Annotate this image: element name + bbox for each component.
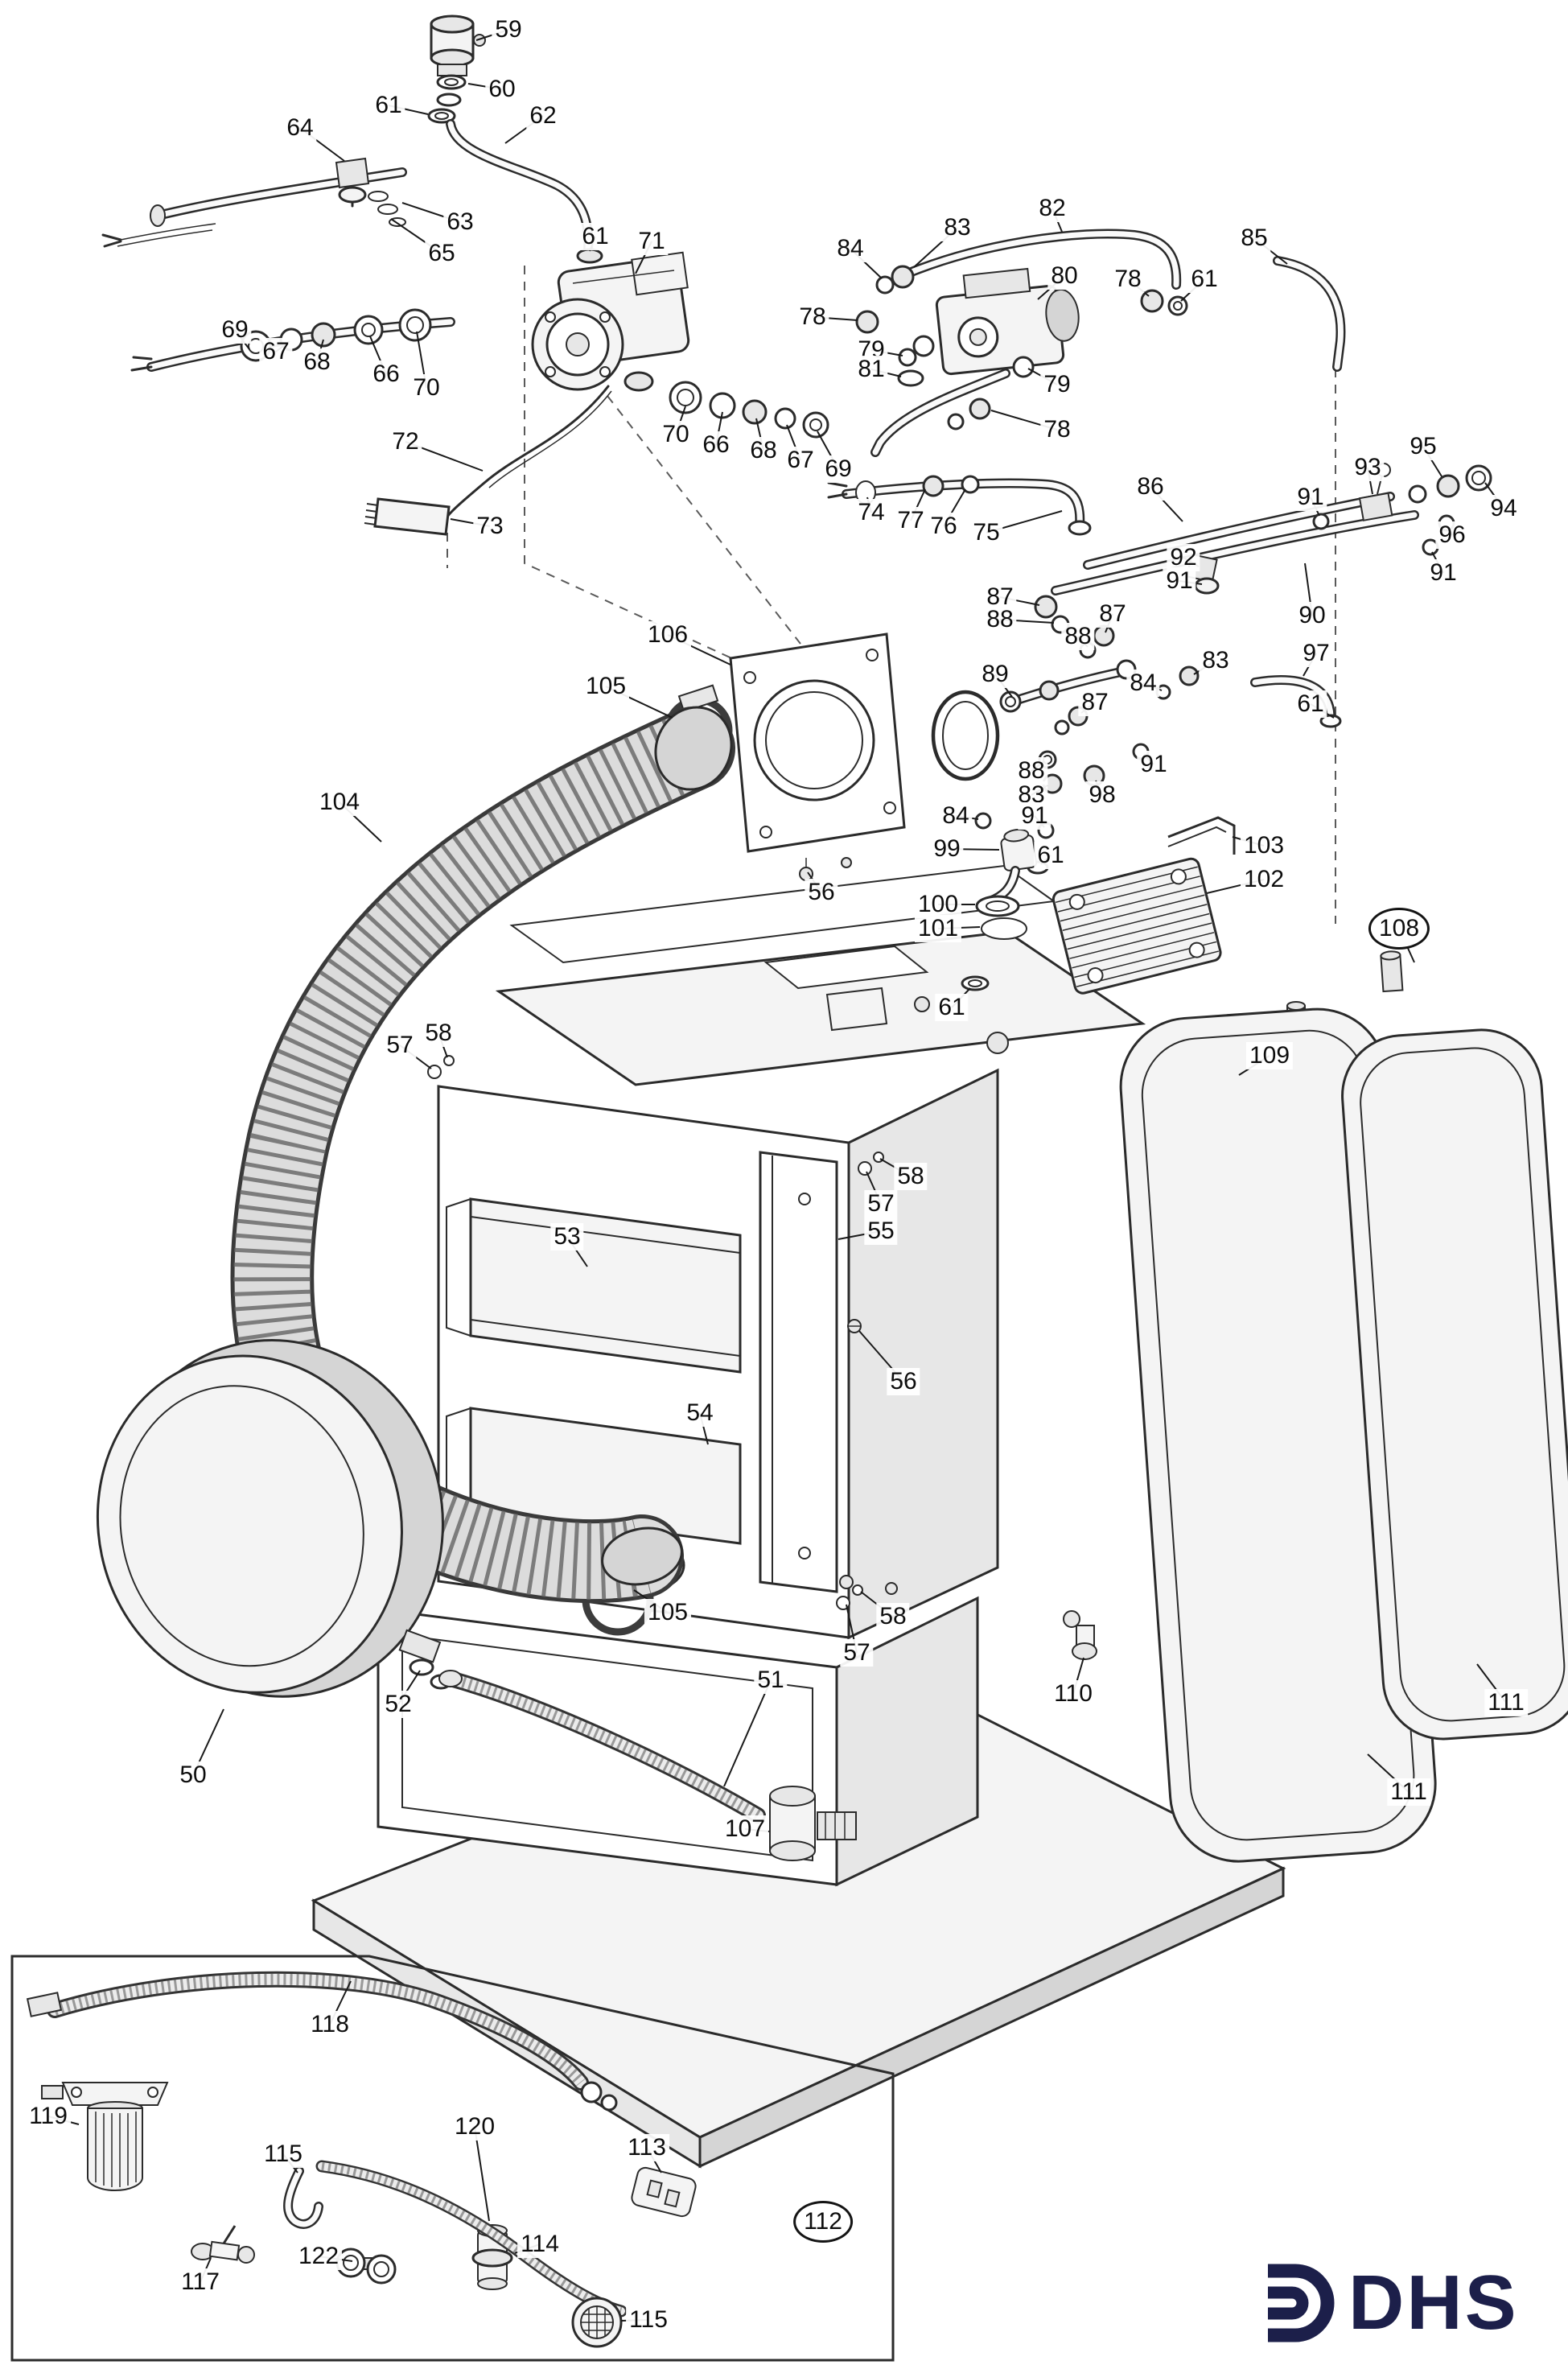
vent-pipe-62: [446, 119, 594, 256]
intake-muffler-50: [96, 1339, 444, 1698]
gas-valve-assembly: [855, 229, 1346, 457]
fuel-filter-119: [41, 2082, 169, 2191]
fan-flange-106: [729, 632, 906, 853]
valve-117: [191, 2225, 255, 2264]
dhs-logo-icon: [1268, 2264, 1335, 2342]
dhs-logo-text: DHS: [1348, 2260, 1519, 2346]
flue-elbow-107: [769, 1786, 857, 1861]
bracket-103: [1167, 816, 1236, 855]
braided-hose-120: [315, 2160, 628, 2318]
drain-valve-110: [1063, 1610, 1097, 1660]
plug-73: [364, 497, 451, 536]
tee-122: [335, 2248, 397, 2285]
expansion-vessels: [1119, 950, 1568, 1863]
pipe-74-75: [827, 475, 1092, 536]
tee-64-assembly: [101, 157, 407, 248]
oil-hose-51: [438, 1670, 766, 1823]
manifold-pipes: [974, 463, 1492, 940]
dhs-logo: DHS: [1245, 2263, 1519, 2343]
pump-outlet-fittings: [669, 381, 829, 439]
pump-71: [531, 248, 690, 392]
strainer-115: [571, 2297, 623, 2348]
flue-collar-ring: [931, 690, 1000, 781]
pump-cable-72: [446, 385, 612, 518]
air-vent-assembly: [427, 14, 486, 124]
pipe-115: [283, 2166, 323, 2229]
pump-inlet-fittings: [130, 308, 455, 372]
heat-exchanger-102: [1052, 857, 1222, 995]
flex-hose-104: [230, 706, 735, 1604]
plug-113: [631, 2166, 697, 2218]
fuel-hose-118: [26, 1971, 618, 2112]
inset-panel: [10, 1955, 895, 2362]
